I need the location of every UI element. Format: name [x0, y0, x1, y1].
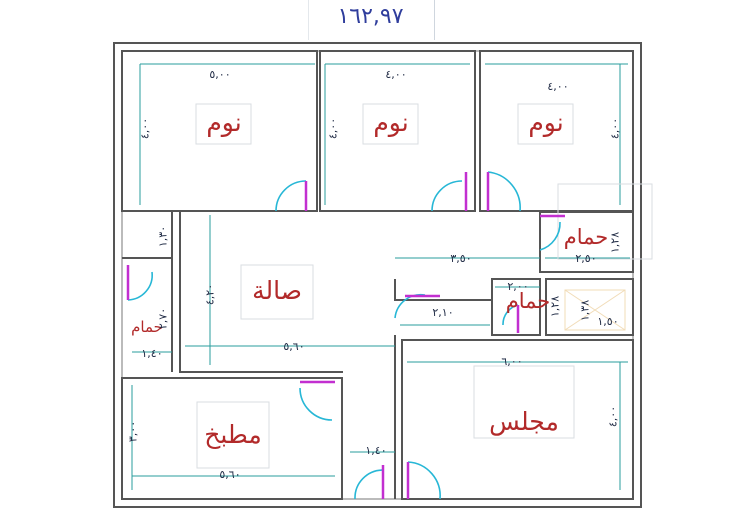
- dim-bed1-width: ٥,٠٠: [209, 68, 231, 81]
- shaft-outline: [545, 278, 634, 336]
- door-arc-bed3: [487, 171, 521, 212]
- dim-bed3-height: ٤,٠٠: [608, 117, 622, 140]
- label-box-kitchen: [196, 401, 270, 469]
- room-label-bathroom-3: حمام: [131, 318, 163, 336]
- bedroom-1-outline: [121, 50, 318, 212]
- outer-wall: [113, 42, 642, 508]
- door-arc-bath-mid: [502, 304, 519, 326]
- doors: [126, 171, 565, 500]
- total-area-label: ١٦٢,٩٧: [337, 4, 404, 29]
- shaft-cross-box: [564, 289, 626, 331]
- kitchen-outline: [121, 377, 343, 500]
- bathroom-mid-outline: [491, 278, 541, 336]
- dim-door-gap: ٢,١٠: [432, 306, 454, 319]
- room-label-bedroom-3: نوم: [528, 108, 564, 137]
- label-box-bath-right: [557, 183, 653, 260]
- bedroom-2-outline: [319, 50, 476, 212]
- door-arc-bed1: [275, 180, 307, 212]
- door-arc-left-bath: [127, 271, 153, 301]
- dim-left-bath-height: ٢,٧٠: [156, 307, 170, 330]
- room-label-bedroom-1: نوم: [206, 108, 242, 137]
- dim-bath-mid-height: ١,٢٨: [548, 295, 562, 318]
- dim-kitchen-height: ٣,٠٠: [126, 420, 140, 443]
- dim-bed1-height: ٤,٠٠: [138, 117, 152, 140]
- door-arc-corridor: [394, 293, 426, 319]
- dim-shaft-height: ١,٣٨: [578, 299, 592, 322]
- dim-bed3-width: ٤,٠٠: [547, 80, 569, 93]
- corridor-wall: [394, 279, 492, 301]
- label-box-bed2: [362, 103, 419, 145]
- label-box-majlis: [473, 365, 575, 439]
- area-label-box: [308, 0, 435, 40]
- dim-living-width: ٥,٦٠: [283, 340, 305, 353]
- room-label-bathroom-2: حمام: [505, 289, 551, 313]
- dim-kitchen-width: ٥,٦٠: [219, 468, 241, 481]
- dim-majlis-height: ٤,٠٠: [606, 405, 620, 428]
- dim-left-top-height: ١,٣٠: [156, 225, 170, 248]
- dim-corridor-width: ٣,٥٠: [450, 252, 472, 265]
- door-arc-entrance-left: [354, 469, 384, 500]
- room-label-kitchen: مطبخ: [204, 420, 262, 449]
- room-label-majlis: مجلس: [489, 407, 559, 436]
- dim-left-bath-width: ١,٤٠: [141, 347, 163, 360]
- dim-living-height: ٤,٢٠: [203, 283, 217, 306]
- dimension-lines: [131, 63, 630, 490]
- shaft-cross-b: [564, 289, 626, 331]
- dim-bath-right-height: ١,٢٨: [608, 231, 622, 254]
- label-box-bed1: [195, 103, 252, 145]
- dim-bed2-width: ٤,٠٠: [385, 68, 407, 81]
- room-label-bathroom-1: حمام: [563, 225, 609, 249]
- majlis-outline: [401, 339, 634, 500]
- room-label-living: صالة: [252, 276, 302, 305]
- living-wall: [179, 211, 343, 373]
- label-box-living: [240, 264, 314, 320]
- dim-bed2-height: ٤,٠٠: [326, 117, 340, 140]
- dim-entrance-width: ١,٤٠: [365, 444, 387, 457]
- bathroom-right-outline: [539, 211, 634, 273]
- door-arc-bath-right: [539, 221, 561, 251]
- partitions: [121, 50, 634, 500]
- dim-shaft-width: ١,٥٠: [597, 315, 619, 328]
- dim-bath-mid-width: ٢,٠٠: [507, 280, 529, 293]
- door-arc-entrance-right: [407, 461, 441, 500]
- label-boxes: [195, 103, 653, 469]
- door-arc-kitchen: [299, 387, 333, 421]
- dim-bath-right-width: ٢,٥٠: [575, 252, 597, 265]
- room-label-bedroom-2: نوم: [373, 108, 409, 137]
- door-arc-bed2: [431, 180, 463, 212]
- label-box-bed3: [517, 103, 574, 145]
- dim-majlis-width: ٦,٠٠: [501, 355, 523, 368]
